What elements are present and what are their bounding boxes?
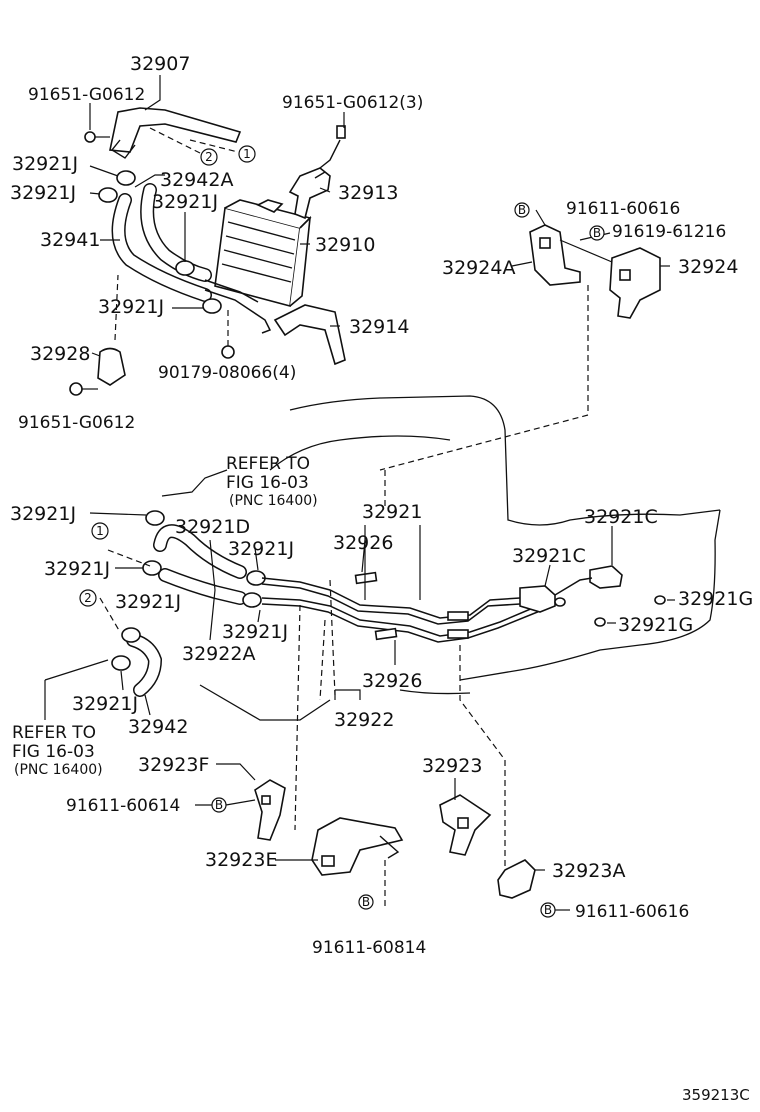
bottom-bracket-group [254, 779, 536, 910]
refer-2-line-2: FIG 16-03 [12, 742, 95, 762]
label-32914: 32914 [349, 316, 409, 338]
label-32913: 32913 [338, 182, 398, 204]
refer-2-line-3: (PNC 16400) [14, 762, 103, 778]
refer-2-line-1: REFER TO [12, 723, 96, 743]
label-90179-08066-4: 90179-08066(4) [158, 363, 296, 383]
marker-2-lower: 2 [84, 591, 92, 605]
label-32923a: 32923A [552, 860, 625, 882]
label-32923: 32923 [422, 755, 482, 777]
label-32924: 32924 [678, 256, 738, 278]
refer-1-line-1: REFER TO [226, 454, 310, 474]
label-32928: 32928 [30, 343, 90, 365]
label-32922: 32922 [334, 709, 394, 731]
label-32907: 32907 [130, 53, 190, 75]
label-32910: 32910 [315, 234, 375, 256]
label-32921g-b: 32921G [618, 614, 693, 636]
label-32921j-h: 32921J [115, 591, 181, 613]
label-32922a: 32922A [182, 643, 255, 665]
marker-b-1: B [518, 203, 526, 217]
refer-1-line-3: (PNC 16400) [229, 493, 318, 509]
label-91611-60616-bottom: 91611-60616 [575, 902, 689, 922]
label-91619-61216: 91619-61216 [612, 222, 726, 242]
label-32921c-b: 32921C [512, 545, 586, 567]
label-32921j-g: 32921J [44, 558, 110, 580]
leader-lines [44, 75, 675, 911]
label-32921g-a: 32921G [678, 588, 753, 610]
label-91611-60616-top: 91611-60616 [566, 199, 680, 219]
label-32942a: 32942A [160, 169, 233, 191]
label-32923f: 32923F [138, 754, 209, 776]
label-32926-b: 32926 [362, 670, 422, 692]
label-32921: 32921 [362, 501, 422, 523]
marker-b-5: B [362, 895, 370, 909]
marker-circles: 2 1 1 2 B B B B B [79, 145, 605, 918]
label-91611-60814: 91611-60814 [312, 938, 426, 958]
label-91651-g0612-bottom: 91651-G0612 [18, 413, 135, 433]
label-32942: 32942 [128, 716, 188, 738]
marker-b-4: B [544, 903, 552, 917]
marker-b-3: B [215, 798, 223, 812]
label-32921j-j: 32921J [72, 693, 138, 715]
oil-cooler-group [69, 107, 346, 396]
label-91611-60614: 91611-60614 [66, 796, 180, 816]
bracket-32924-group [379, 224, 661, 510]
marker-1-lower: 1 [96, 524, 104, 538]
label-91651-g0612-3: 91651-G0612(3) [282, 93, 423, 113]
label-32921c-a: 32921C [584, 506, 658, 528]
label-91651-g0612-top: 91651-G0612 [28, 85, 145, 105]
label-32941: 32941 [40, 229, 100, 251]
label-32921j-i: 32921J [222, 621, 288, 643]
label-32921d: 32921D [175, 516, 250, 538]
label-32921j-e: 32921J [10, 503, 76, 525]
label-32921j-d: 32921J [98, 296, 164, 318]
marker-1: 1 [243, 147, 251, 161]
marker-2: 2 [205, 150, 213, 164]
marker-b-2: B [593, 226, 601, 240]
label-32924a: 32924A [442, 257, 515, 279]
label-32921j-a: 32921J [12, 153, 78, 175]
label-32926-a: 32926 [333, 532, 393, 554]
cooler-pipe-group [99, 510, 666, 870]
label-32921j-f: 32921J [228, 538, 294, 560]
refer-1-line-2: FIG 16-03 [226, 473, 309, 493]
label-32921j-b: 32921J [10, 182, 76, 204]
label-32923e: 32923E [205, 849, 277, 871]
figure-code: 359213C [682, 1086, 750, 1104]
part-labels: 32907 91651-G0612 91651-G0612(3) 32921J … [10, 53, 753, 1104]
engine-outline [199, 395, 721, 721]
label-32921j-c: 32921J [152, 191, 218, 213]
